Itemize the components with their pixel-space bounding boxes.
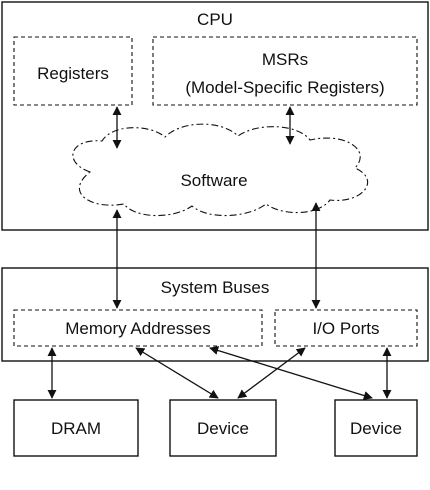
memory-device1-arrow bbox=[135, 347, 219, 399]
dram-label: DRAM bbox=[51, 419, 101, 438]
msrs-box: MSRs (Model-Specific Registers) bbox=[152, 36, 418, 106]
software-label: Software bbox=[180, 171, 247, 190]
memory-addresses-box: Memory Addresses bbox=[13, 309, 263, 347]
device-label-2: Device bbox=[350, 419, 402, 438]
io-ports-label: I/O Ports bbox=[312, 319, 379, 338]
memory-device2-arrow bbox=[209, 346, 373, 400]
device-label-1: Device bbox=[197, 419, 249, 438]
dram-box: DRAM bbox=[13, 399, 139, 457]
system-buses-title: System Buses bbox=[161, 278, 270, 297]
io-device1-arrow bbox=[237, 347, 306, 399]
registers-box: Registers bbox=[13, 36, 133, 106]
cpu-title: CPU bbox=[197, 10, 233, 29]
memory-addresses-label: Memory Addresses bbox=[65, 319, 211, 338]
msrs-label-line1: MSRs bbox=[262, 50, 308, 69]
device-box-2: Device bbox=[334, 399, 418, 457]
software-cloud: Software bbox=[72, 123, 369, 217]
cpu-box: CPU bbox=[1, 1, 429, 231]
device-box-1: Device bbox=[169, 399, 277, 457]
msrs-label-line2: (Model-Specific Registers) bbox=[185, 78, 384, 97]
io-ports-box: I/O Ports bbox=[274, 309, 418, 347]
system-buses-box: System Buses bbox=[1, 267, 429, 362]
registers-label: Registers bbox=[37, 64, 109, 83]
